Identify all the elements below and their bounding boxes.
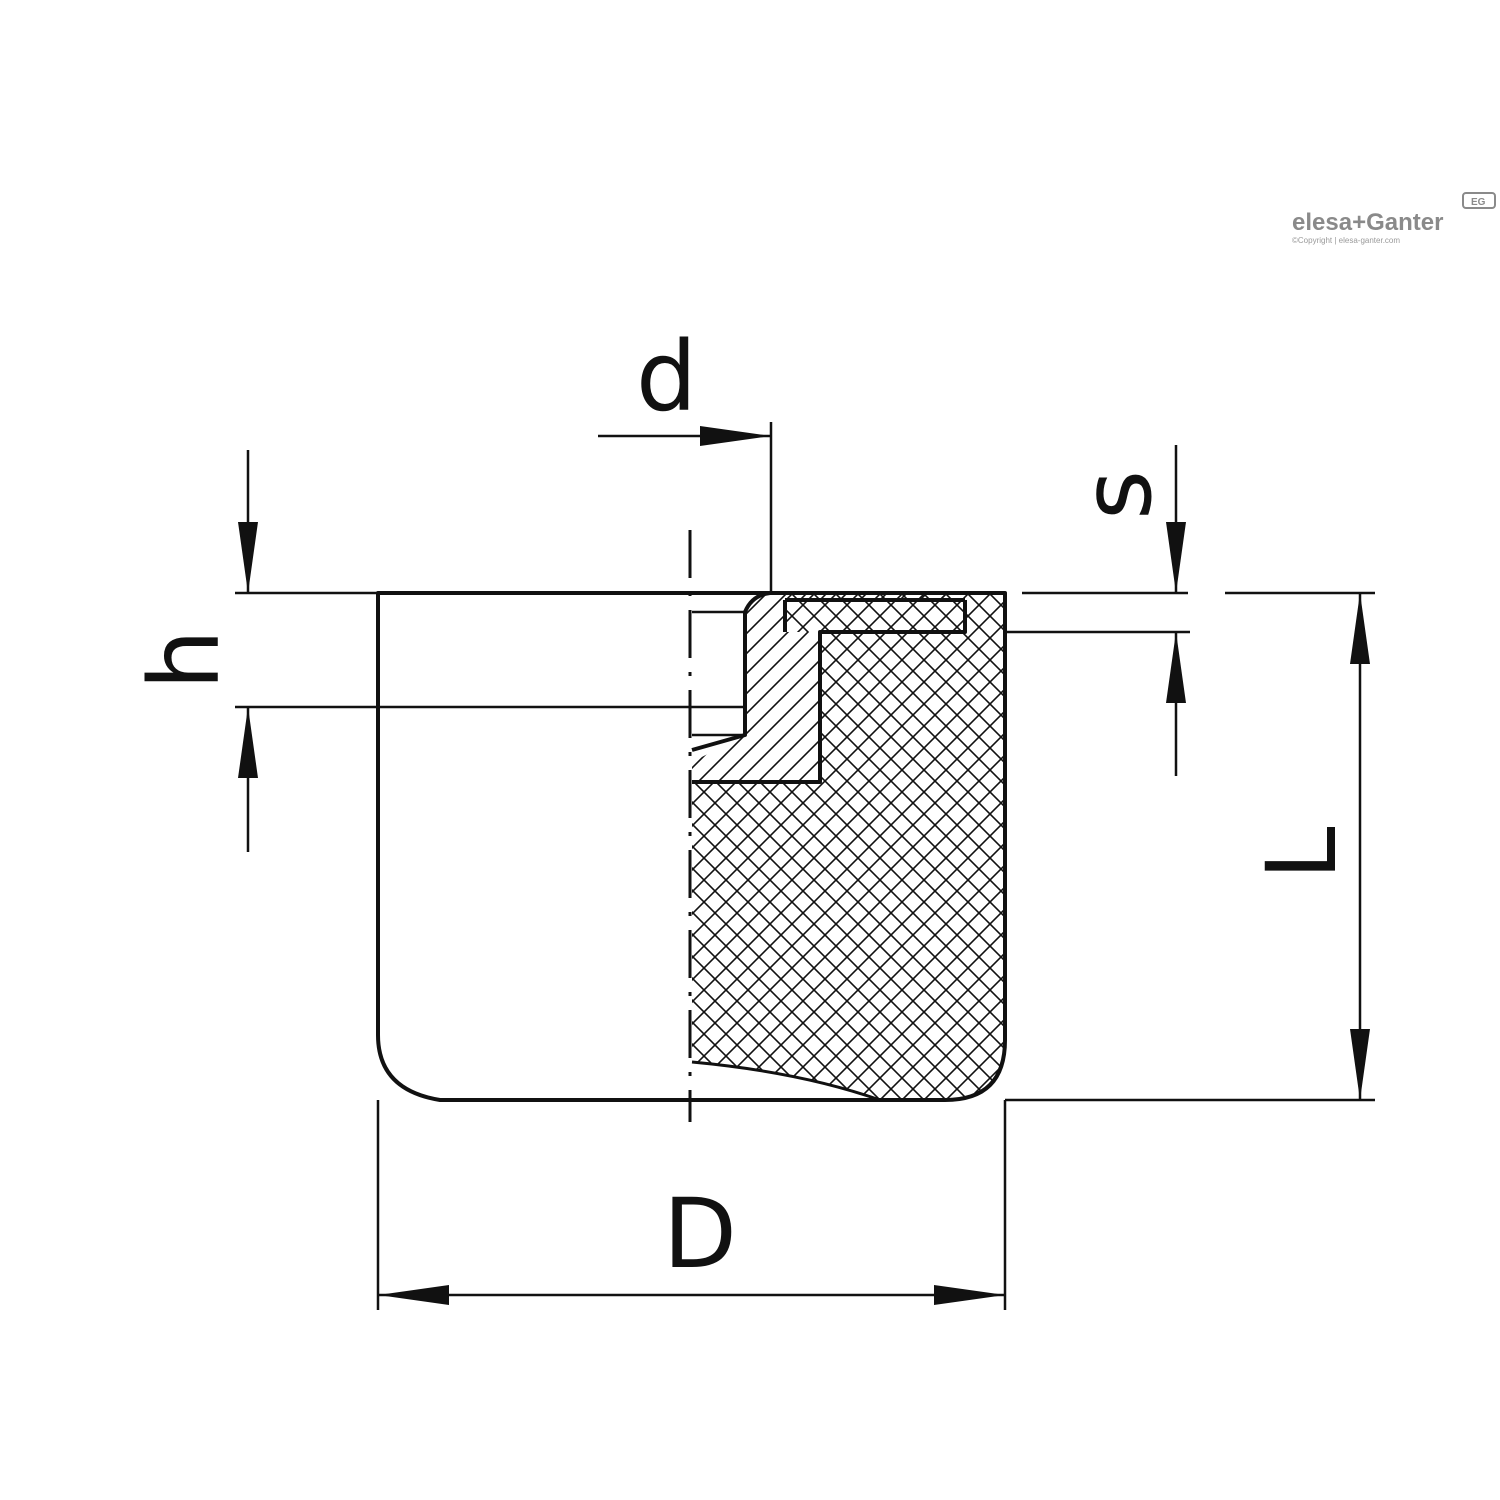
logo-copyright: ©Copyright | elesa-ganter.com	[1292, 236, 1400, 245]
logo-brand-b: Ganter	[1366, 209, 1443, 236]
insert-hatch	[692, 593, 960, 782]
logo-brand-a: elesa	[1292, 209, 1353, 236]
logo-badge: EG	[1471, 197, 1486, 208]
svg-text:elesa+Ganter: elesa+Ganter	[1292, 209, 1443, 236]
logo-badge-box	[1462, 192, 1496, 209]
dim-label-s: s	[1061, 470, 1173, 520]
dimension-arrowheads	[238, 426, 1370, 1305]
section-cross-hatch	[692, 593, 1005, 1100]
elesa-ganter-logo: elesa+Ganter ©Copyright | elesa-ganter.c…	[1292, 192, 1496, 245]
dim-label-d: d	[636, 321, 697, 433]
dim-label-D: D	[663, 1178, 737, 1290]
logo-plus: +	[1352, 209, 1366, 236]
part-outline	[376, 591, 1007, 1102]
dim-label-h: h	[129, 629, 241, 690]
dim-label-L: L	[1246, 827, 1358, 880]
